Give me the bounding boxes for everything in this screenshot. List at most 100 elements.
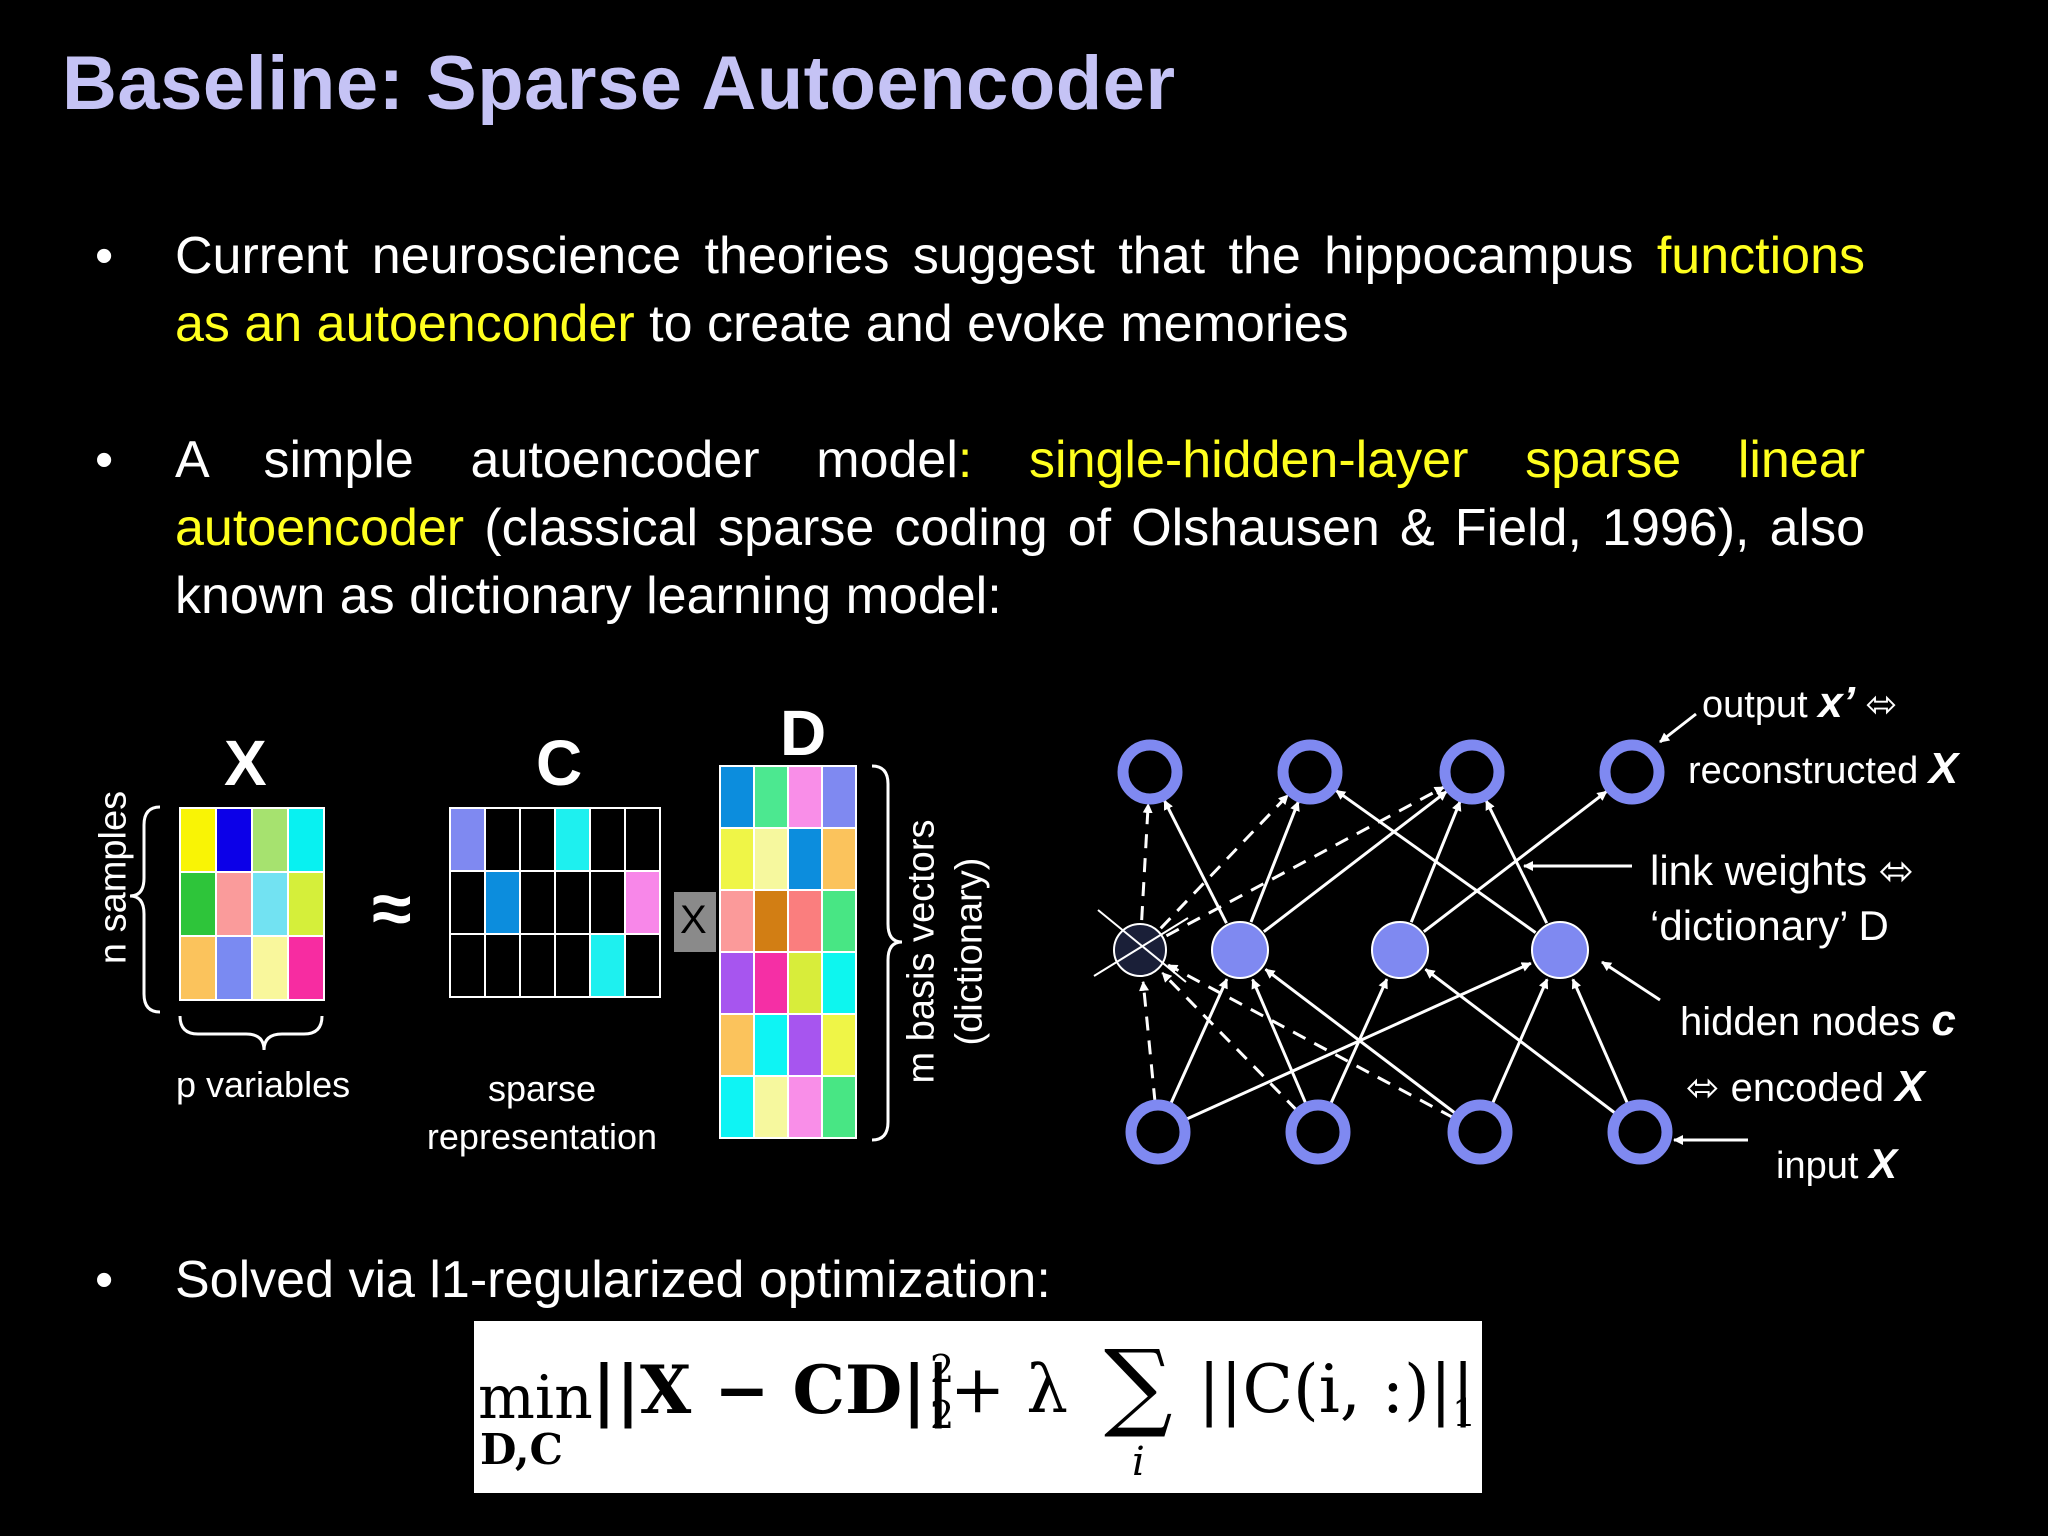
formula-sigma-sub: i — [1132, 1439, 1145, 1485]
network-links — [1139, 785, 1630, 1121]
bullet-text: Solved via l1-regularized optimization: — [175, 1251, 1051, 1309]
matrix-c-cell — [484, 870, 521, 935]
output-node — [1117, 739, 1183, 805]
matrix-c-cell — [484, 933, 521, 998]
matrix-d-cell — [787, 951, 823, 1015]
network-link — [1490, 978, 1549, 1106]
matrix-c-cell — [554, 933, 591, 998]
matrix-c-cell — [519, 807, 556, 872]
network-link — [1139, 980, 1157, 1103]
matrix-d-cell — [821, 1013, 857, 1077]
matrix-d-cell — [787, 827, 823, 891]
bullet-dot: • — [95, 431, 114, 489]
hidden-node — [1531, 921, 1589, 979]
output-node — [1439, 739, 1505, 805]
matrix-c-cell — [589, 933, 626, 998]
matrix-d-cell — [787, 765, 823, 829]
bullet-autoencoder-model: • A simple autoencoder model: single-hid… — [95, 426, 1865, 630]
bullet-optimization: • Solved via l1-regularized optimization… — [95, 1246, 1865, 1314]
matrix-c — [449, 807, 661, 998]
matrix-d-cell — [753, 889, 789, 953]
formula-term-sub: 1 — [1452, 1391, 1477, 1435]
optimization-formula: min D,C ||X − CD|| 2 2 + λ ∑ i ||C(i, :)… — [474, 1321, 1482, 1493]
dictionary-d-label: ‘dictionary’ D — [1650, 902, 1889, 949]
network-link — [1168, 978, 1229, 1106]
output-node — [1599, 739, 1665, 805]
matrix-d — [719, 765, 857, 1139]
encoded-label: ⬄ encoded X — [1686, 1062, 1925, 1111]
matrix-x — [179, 807, 325, 1001]
network-link — [1161, 971, 1299, 1112]
matrix-d-cell — [753, 765, 789, 829]
dictionary-label: (dictionary) — [948, 857, 991, 1046]
bullet-text-end: to create and evoke memories — [634, 295, 1349, 353]
network-link — [1184, 961, 1532, 1121]
brace-p-variables — [178, 1015, 324, 1051]
matrix-d-cell — [753, 1013, 789, 1077]
cross-mark — [1093, 917, 1189, 977]
approx-symbol: ≈ — [372, 869, 412, 949]
matrix-c-cell — [624, 870, 661, 935]
matrix-x-cell — [179, 935, 217, 1001]
formula-sub: 2 — [930, 1393, 955, 1437]
brace-m-basis — [871, 764, 903, 1142]
matrix-c-cell — [624, 933, 661, 998]
matrix-c-cell — [589, 807, 626, 872]
n-samples-label: n samples — [92, 790, 135, 965]
network-link — [1167, 963, 1455, 1120]
network-link — [1571, 978, 1630, 1106]
matrix-d-cell — [787, 1075, 823, 1139]
matrix-x-cell — [251, 807, 289, 873]
matrix-x-cell — [287, 807, 325, 873]
formula-min-sub: D,C — [480, 1425, 563, 1474]
matrix-x-cell — [287, 871, 325, 937]
hidden-node — [1211, 921, 1269, 979]
matrix-c-cell — [589, 870, 626, 935]
matrix-d-cell — [719, 1013, 755, 1077]
formula-plus-lambda: + λ — [950, 1351, 1069, 1428]
matrix-x-cell — [215, 807, 253, 873]
network-link — [1249, 800, 1300, 923]
input-node — [1447, 1099, 1513, 1165]
matrix-x-cell — [215, 871, 253, 937]
bullet-hippocampus: • Current neuroscience theories suggest … — [95, 222, 1865, 358]
matrix-c-cell — [519, 933, 556, 998]
matrix-d-cell — [719, 765, 755, 829]
p-variables-label: p variables — [176, 1064, 351, 1105]
bullet-dot: • — [95, 227, 114, 285]
hidden-nodes-label: hidden nodes c — [1680, 996, 1956, 1045]
bullet-text-end: (classical sparse coding of Olshausen & … — [175, 499, 1865, 625]
pointer-hidden-nodes — [1601, 960, 1661, 1002]
matrix-x-cell — [215, 935, 253, 1001]
input-label: input X — [1776, 1140, 1897, 1187]
matrix-c-cell — [449, 870, 486, 935]
bullet-highlight: functions as an autoenconder — [175, 227, 1865, 353]
brace-n-samples — [129, 805, 161, 1014]
matrix-x-cell — [179, 871, 217, 937]
matrix-d-cell — [753, 827, 789, 891]
matrix-c-cell — [554, 807, 591, 872]
m-basis-label: m basis vectors — [900, 819, 943, 1084]
input-node — [1125, 1099, 1191, 1165]
link-weights-label: link weights ⬄ — [1650, 847, 1914, 894]
matrix-x-cell — [251, 935, 289, 1001]
matrix-c-label: C — [536, 727, 583, 799]
hidden-node — [1371, 921, 1429, 979]
matrix-c-cell — [449, 807, 486, 872]
matrix-d-cell — [821, 765, 857, 829]
formula-sigma: ∑ — [1104, 1329, 1173, 1441]
network-link — [1159, 794, 1289, 930]
input-node — [1607, 1099, 1673, 1165]
bullet-text: Current neuroscience theories suggest th… — [175, 227, 1657, 285]
network-nodes — [1093, 739, 1673, 1165]
network-link — [1140, 802, 1153, 921]
formula-sup: 2 — [930, 1347, 955, 1391]
matrix-c-cell — [624, 807, 661, 872]
matrix-d-cell — [753, 1075, 789, 1139]
times-symbol: X — [680, 898, 707, 942]
bullet-dot: • — [95, 1251, 114, 1309]
output-node — [1277, 739, 1343, 805]
sparse-label: sparse — [487, 1068, 597, 1109]
matrix-x-cell — [287, 935, 325, 1001]
